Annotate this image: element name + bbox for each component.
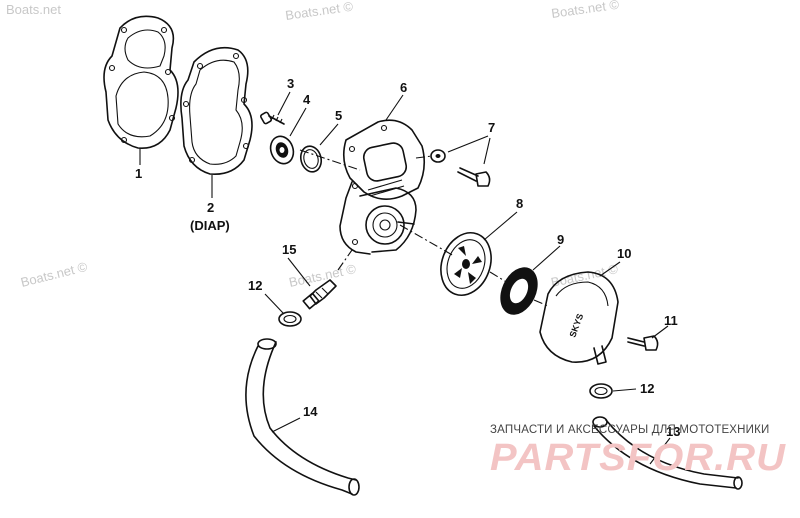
part-15-fitting — [302, 279, 337, 310]
part-14-hose — [245, 338, 360, 496]
leader-lines — [139, 91, 671, 465]
callout-13: 13 — [666, 424, 680, 439]
callout-6: 6 — [400, 80, 407, 95]
part-12-clip-right — [589, 383, 613, 399]
part-2-diaphragm — [180, 46, 253, 176]
callout-2: 2 — [207, 200, 214, 215]
callout-8: 8 — [516, 196, 523, 211]
branding-tagline: ЗАПЧАСТИ И АКСЕССУАРЫ ДЛЯ МОТОТЕХНИКИ — [490, 424, 770, 436]
callout-10: 10 — [617, 246, 631, 261]
callout-4: 4 — [303, 92, 311, 107]
watermark-top-right: Boats.net © — [550, 0, 620, 21]
watermark-layer: Boats.net Boats.net © Boats.net © Boats.… — [6, 0, 620, 290]
watermark-top-left: Boats.net — [6, 2, 61, 17]
callout-2-note: (DIAP) — [190, 218, 230, 233]
callout-labels: 1 2 (DIAP) 3 4 5 6 7 8 9 10 11 12 12 13 … — [135, 76, 680, 439]
part-9-seal — [500, 267, 538, 315]
part-6-pump-body — [339, 119, 426, 255]
part-7-bolt-and-washer — [430, 149, 491, 187]
partsfor-branding: ЗАПЧАСТИ И АКСЕССУАРЫ ДЛЯ МОТОТЕХНИКИ PA… — [490, 424, 787, 479]
callout-7: 7 — [488, 120, 495, 135]
part-1-gasket — [103, 15, 179, 149]
watermark-mid-right: Boats.net © — [550, 261, 620, 290]
watermark-top-mid: Boats.net © — [284, 0, 354, 23]
assembly-axis-lines — [299, 149, 549, 307]
callout-5: 5 — [335, 108, 342, 123]
callout-12-left: 12 — [248, 278, 262, 293]
callout-12-right: 12 — [640, 381, 654, 396]
callout-15: 15 — [282, 242, 296, 257]
part-13-hose — [592, 416, 743, 490]
branding-logo: PARTSFOR.RU — [490, 437, 787, 479]
callout-9: 9 — [557, 232, 564, 247]
callout-3: 3 — [287, 76, 294, 91]
cover-marking: SKYS — [567, 312, 585, 338]
callout-11: 11 — [664, 313, 678, 328]
callout-14: 14 — [303, 404, 318, 419]
part-12-clip-left — [278, 311, 302, 327]
callout-1: 1 — [135, 166, 142, 181]
part-11-screw — [627, 335, 659, 351]
part-5-o-ring — [299, 145, 323, 173]
part-8-plate — [440, 232, 492, 296]
watermark-mid-left: Boats.net © — [19, 259, 89, 290]
part-4-valve — [269, 135, 295, 165]
part-3-screw — [259, 111, 285, 125]
